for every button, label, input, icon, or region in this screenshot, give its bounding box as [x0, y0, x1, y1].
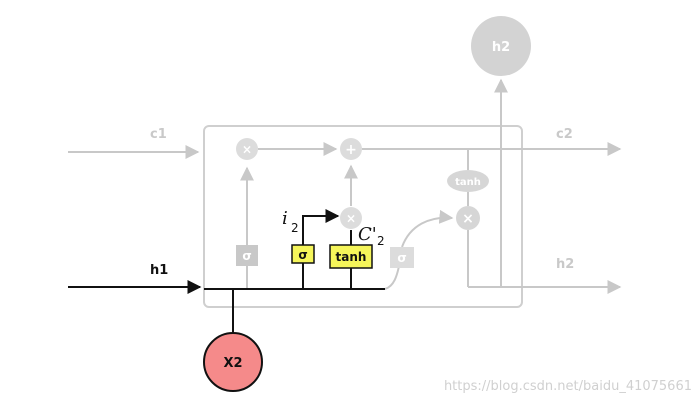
- forget-mul-symbol: ×: [242, 143, 252, 157]
- cell-add-node: [340, 138, 362, 160]
- input-sigma-label: σ: [298, 248, 307, 262]
- input-gate-path: [302, 209, 340, 245]
- output-sigma-label: σ: [397, 251, 406, 265]
- candidate-symbol: C': [358, 224, 377, 245]
- c-in-label: c1: [150, 127, 167, 142]
- h-top-label: h2: [492, 40, 510, 55]
- candidate-subscript: 2: [377, 234, 385, 248]
- watermark: https://blog.csdn.net/baidu_41075661: [444, 379, 692, 394]
- cell-tanh-node: [447, 170, 489, 192]
- input-mul-symbol: ×: [346, 212, 356, 226]
- output-sigma-to-mul: [401, 209, 454, 248]
- input-sigma-box: [291, 244, 315, 264]
- cell-tanh-label: tanh: [455, 177, 481, 188]
- output-mul-symbol: ×: [462, 211, 474, 227]
- x-input-node: [203, 332, 263, 392]
- candidate-tanh-box: [329, 244, 373, 269]
- c-out-label: c2: [556, 127, 573, 142]
- forget-mul-node: [236, 138, 258, 160]
- x-input-label: X2: [223, 356, 242, 371]
- output-sigma-box: [390, 247, 414, 268]
- lstm-cell-box: [203, 125, 523, 308]
- input-gate-subscript: 2: [291, 221, 299, 235]
- forget-sigma-label: σ: [242, 249, 251, 263]
- h-top-node: [471, 16, 531, 76]
- output-mul-node: [456, 206, 480, 230]
- candidate-tanh-label: tanh: [336, 250, 367, 264]
- h-out-label: h2: [556, 257, 574, 272]
- input-mul-node: [340, 207, 362, 229]
- forget-sigma-box: [236, 245, 258, 266]
- cell-add-symbol: +: [345, 142, 357, 158]
- input-gate-symbol: i: [282, 208, 288, 229]
- h-in-label: h1: [150, 263, 168, 278]
